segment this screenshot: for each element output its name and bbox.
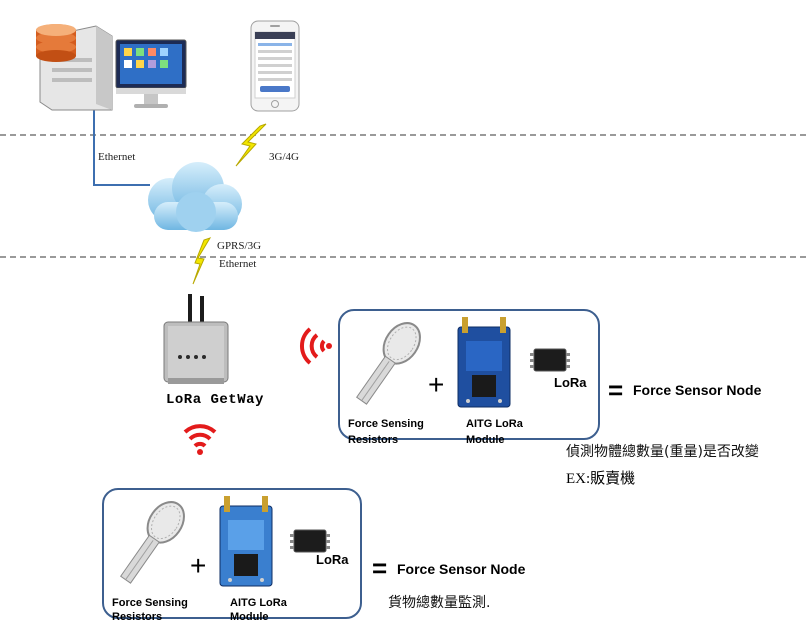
module-caption-line1: AITG LoRa <box>230 597 287 609</box>
dashed-separator-top <box>0 134 806 136</box>
sensor-caption-line2: Resistors <box>348 434 399 446</box>
equals-sign: = <box>372 553 388 583</box>
equals-sign: = <box>608 375 624 405</box>
lora-module-icon <box>457 317 511 408</box>
force-sensor-node-label: Force Sensor Node <box>397 561 526 577</box>
lightning-3g4g-icon <box>235 123 267 167</box>
force-sensing-resistor-icon <box>356 322 421 405</box>
node-note-line2: EX:販賣機 <box>566 471 636 487</box>
smartphone-icon <box>250 20 300 112</box>
lora-chip-text: LoRa <box>316 552 349 567</box>
module-caption-line2: Module <box>230 611 269 623</box>
plus-sign: + <box>428 369 445 400</box>
gateway-label: LoRa GetWay <box>166 392 264 408</box>
lora-chip <box>530 345 570 375</box>
lora-chip <box>290 526 330 556</box>
force-sensor-node-label: Force Sensor Node <box>633 382 762 398</box>
lora-chip-body-icon <box>530 348 570 372</box>
force-sensor-node-box-right: + LoRa Force Sensing AITG LoRa <box>338 309 600 440</box>
wifi-signal-icon <box>183 424 217 455</box>
sensor-caption-line1: Force Sensing <box>348 418 424 430</box>
sensor-caption-line2: Resistors <box>112 611 163 623</box>
plus-sign: + <box>190 550 207 581</box>
node-note-line1: 貨物總數量監測. <box>388 595 491 611</box>
wifi-signal-side-icon <box>299 327 332 365</box>
force-sensor-node-box-bottom: + LoRa Force Sensing AITG LoRa <box>102 488 362 619</box>
lora-chip-body-icon <box>290 529 330 553</box>
node-note-line1: 偵測物體總數量(重量)是否改變 <box>566 444 759 460</box>
module-caption-line2: Module <box>466 434 505 446</box>
lora-chip-text: LoRa <box>554 375 587 390</box>
module-caption-line1: AITG LoRa <box>466 418 523 430</box>
cloud-icon <box>148 162 242 232</box>
sensor-caption-line1: Force Sensing <box>112 597 188 609</box>
backhaul-label-line1: GPRS/3G <box>217 240 262 252</box>
cellular-label: 3G/4G <box>269 151 299 163</box>
backhaul-label-line2: Ethernet <box>219 258 257 270</box>
lora-module-icon <box>219 496 273 587</box>
ethernet-label: Ethernet <box>98 151 136 163</box>
lora-gateway-device-icon <box>163 294 229 384</box>
force-sensing-resistor-icon <box>120 501 185 584</box>
server-computer-icon <box>36 24 187 111</box>
dashed-separator-bottom <box>0 256 806 258</box>
lightning-backhaul-icon <box>192 237 212 285</box>
